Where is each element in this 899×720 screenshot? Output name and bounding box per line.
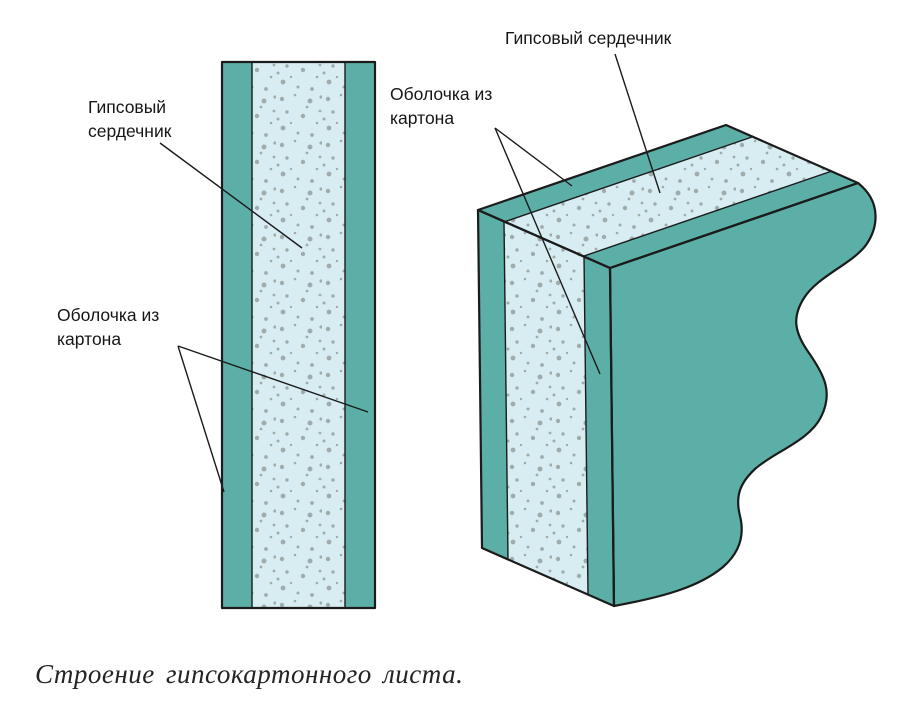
flat-carton-right xyxy=(345,62,375,608)
main-outlines xyxy=(220,60,877,610)
leader-3d-core xyxy=(614,53,661,194)
leader-lines xyxy=(159,53,661,493)
perspective-shell-label-line1: Оболочка из xyxy=(390,84,492,104)
leader-flat-shell-left xyxy=(177,345,225,493)
end-front-strip-boundary xyxy=(583,255,589,595)
flat-carton-left xyxy=(222,62,252,608)
flat-core-label-line2: сердечник xyxy=(88,121,172,141)
leader-flat-shell-right xyxy=(177,345,369,413)
perspective-shell-label-line2: картона xyxy=(390,108,454,128)
top-face-carton-front xyxy=(584,171,858,268)
end-face-core xyxy=(478,210,614,606)
end-back-strip-boundary xyxy=(503,221,509,561)
leader-3d-shell-front xyxy=(494,127,601,375)
top-face-core xyxy=(478,125,858,268)
figure-caption: Строение гипсокартонного листа. xyxy=(35,659,463,689)
front-face-outline xyxy=(608,181,877,608)
flat-shell-label-line2: картона xyxy=(57,329,121,349)
end-face-carton-back xyxy=(478,210,508,560)
front-face-carton xyxy=(610,183,876,606)
top-face-carton-back xyxy=(478,125,752,222)
end-face-carton-front xyxy=(584,256,614,606)
inner-boundaries xyxy=(251,62,833,608)
labels: Гипсовый сердечник Оболочка из картона Г… xyxy=(57,28,672,349)
leader-3d-shell-top xyxy=(494,127,573,187)
top-front-strip-boundary xyxy=(583,170,833,257)
leader-flat-core xyxy=(159,142,303,249)
top-back-strip-boundary xyxy=(503,136,753,223)
perspective-core-label: Гипсовый сердечник xyxy=(505,28,672,48)
flat-core-label-line1: Гипсовый xyxy=(88,97,166,117)
carton-fills xyxy=(222,62,876,608)
flat-board-outline xyxy=(220,60,377,610)
flat-shell-label-line1: Оболочка из xyxy=(57,305,159,325)
